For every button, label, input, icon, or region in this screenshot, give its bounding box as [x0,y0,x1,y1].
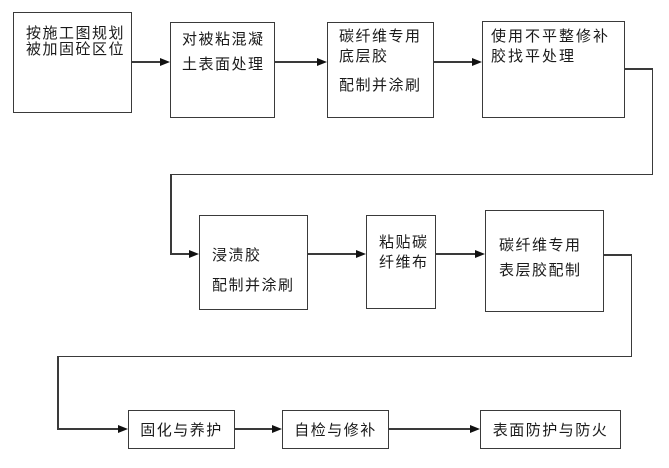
connector-line-2-3 [275,61,319,63]
flow-step-concrete-surface-treatment: 对被粘混凝 土表面处理 [170,22,275,118]
flow-step-text-line: 粘贴碳 [379,234,429,251]
flow-step-inspection-repair: 自检与修补 [282,410,389,449]
flow-step-text-line: 胶找平处理 [491,48,577,65]
flow-step-label: 使用不平整修补 胶找平处理 [483,22,624,67]
connector-line-1-2 [132,61,161,63]
flow-step-text-line: 配制并涂刷 [212,277,295,294]
arrowhead-icon [118,424,128,433]
connector-line-4-5-seg3 [170,173,653,175]
flow-step-label: 碳纤维专用 底层胶 配制并涂刷 [328,23,433,96]
connector-line-4-5-seg4 [170,173,172,255]
flow-step-label: 粘贴碳 纤维布 [367,216,435,273]
flow-step-curing: 固化与养护 [128,410,235,449]
flow-step-primer-adhesive: 碳纤维专用 底层胶 配制并涂刷 [327,22,434,118]
flow-step-text-line: 底层胶 [339,48,389,65]
flow-step-text-line: 碳纤维专用 [339,28,422,45]
arrowhead-icon [317,57,327,66]
flow-step-top-coat-adhesive: 碳纤维专用 表层胶配制 [485,210,604,312]
flow-step-text-line: 浸渍胶 [212,247,262,264]
flow-step-text-line: 配制并涂刷 [339,77,422,94]
flow-step-text-line: 按施工图规划 [26,25,126,42]
flow-step-surface-protection: 表面防护与防火 [480,410,621,449]
connector-line-4-5-seg2 [651,68,653,175]
connector-line-7-8-seg2 [630,254,632,357]
flow-step-impregnating-adhesive: 浸渍胶 配制并涂刷 [199,215,308,310]
connector-line-7-8-seg4 [57,355,59,430]
connector-line-4-5-seg5 [170,253,191,255]
connector-line-8-9 [235,428,274,430]
connector-line-3-4 [434,61,474,63]
connector-line-4-5-seg1 [625,68,653,70]
connector-line-7-8-seg5 [57,428,120,430]
flow-step-text-line: 土表面处理 [182,56,265,73]
arrowhead-icon [189,249,199,258]
flow-step-text-line: 纤维布 [379,254,429,271]
flow-step-text-line: 表层胶配制 [499,262,582,279]
flow-step-text-line: 碳纤维专用 [499,237,582,254]
flow-step-paste-carbon-fiber: 粘贴碳 纤维布 [366,215,436,309]
connector-line-7-8-seg3 [57,355,632,357]
flow-step-text-line: 固化与养护 [140,422,223,439]
flow-step-text-line: 表面防护与防火 [492,422,609,439]
flow-step-text-line: 使用不平整修补 [491,28,611,45]
arrowhead-icon [356,249,366,258]
arrowhead-icon [472,57,482,66]
arrowhead-icon [475,249,485,258]
connector-line-7-8-seg1 [604,254,632,256]
flow-step-text-line: 对被粘混凝 [182,31,265,48]
flow-step-plan-reinforcement-area: 按施工图规划 被加固砼区位 [13,12,132,113]
connector-line-6-7 [436,253,477,255]
arrowhead-icon [160,57,170,66]
flow-step-label: 按施工图规划 被加固砼区位 [14,13,131,58]
flow-step-text-line: 被加固砼区位 [26,41,126,58]
flow-step-label: 浸渍胶 配制并涂刷 [200,216,307,294]
connector-line-5-6 [308,253,358,255]
flow-step-label: 碳纤维专用 表层胶配制 [486,211,603,279]
flow-step-text-line: 自检与修补 [294,422,377,439]
arrowhead-icon [272,424,282,433]
arrowhead-icon [470,424,480,433]
flow-step-label: 对被粘混凝 土表面处理 [171,23,274,77]
connector-line-9-10 [389,428,472,430]
flow-step-leveling-repair: 使用不平整修补 胶找平处理 [482,21,625,118]
